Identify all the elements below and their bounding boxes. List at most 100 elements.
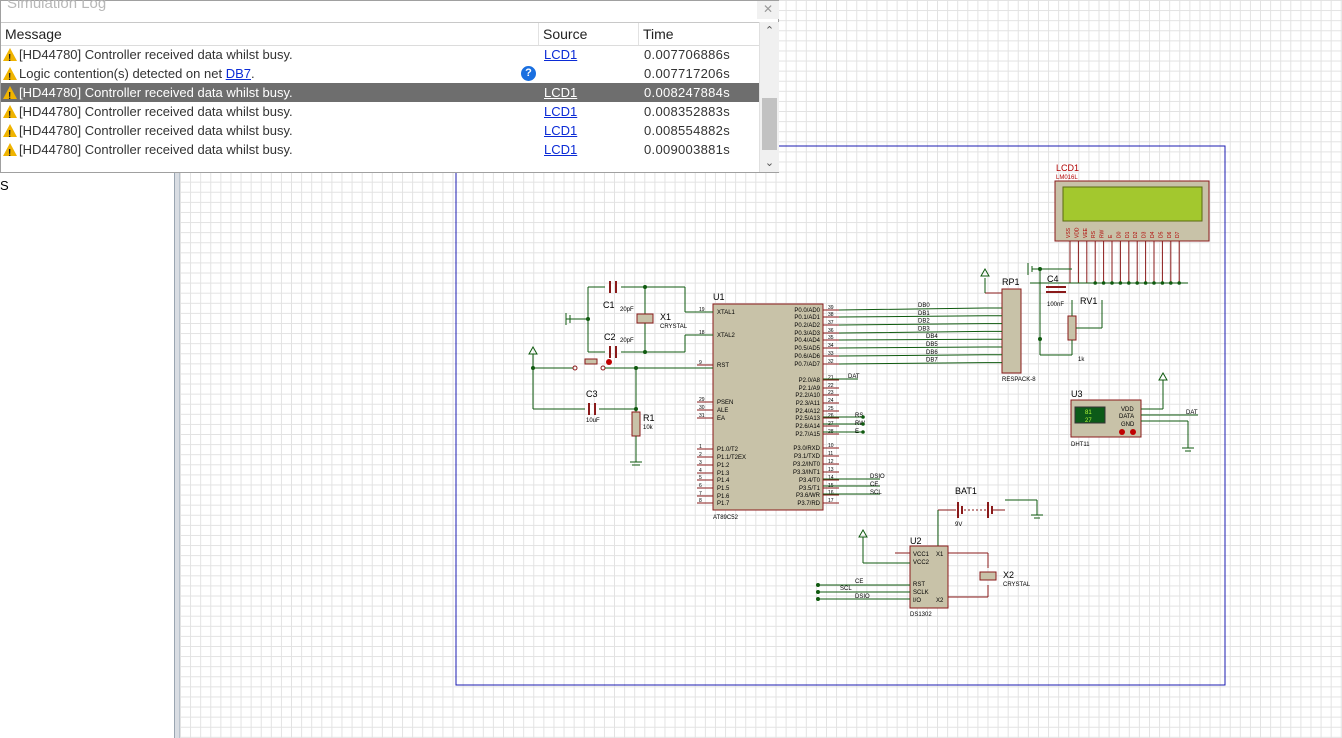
lcd-pin-label: RW [1100,229,1106,238]
log-row[interactable]: [HD44780] Controller received data whils… [1,140,759,163]
log-source-link[interactable]: LCD1 [544,85,578,100]
help-icon[interactable]: ? [521,66,536,81]
u1-left-pin-label: P1.2 [717,463,730,469]
u1-right-pin-label: P3.7/RD [797,501,820,507]
log-source-link[interactable]: LCD1 [544,47,578,62]
log-row[interactable]: Logic contention(s) detected on net DB7.… [1,64,759,87]
u1-right-pin-label: P0.4/AD4 [794,338,820,344]
column-header-source[interactable]: Source [539,23,639,45]
c2-value: 20pF [620,338,634,344]
log-scrollbar[interactable]: ⌃ ⌄ [759,22,779,172]
log-source-link[interactable]: LCD1 [544,104,578,119]
bus-label: DB4 [926,334,938,340]
log-time: 0.008554882s [644,123,731,138]
u1-right-pin-number: 23 [828,390,834,396]
u1-right-pin-label: P3.3/INT1 [793,470,821,476]
u1-right-pin-label: P2.5/A13 [795,416,820,422]
net-link-db7[interactable]: DB7 [225,66,251,81]
u1-right-pin-label: P3.1/TXD [794,454,821,460]
x2-ref: X2 [1003,570,1014,580]
u1-right-pin-number: 38 [828,312,834,318]
u3-model: DHT11 [1071,442,1090,448]
u1-left-pin-number: 7 [699,491,702,497]
u1-right-pin-label: P2.0/A8 [799,378,821,384]
bus-label: DB6 [926,350,938,356]
u1-right-pin-label: P3.5/T1 [799,486,821,492]
u3-dht11: U3 81 27 VDD DATA GND DHT11 DAT [1070,371,1198,452]
bus-line [838,354,1002,357]
left-pane-text-2: S [0,178,9,193]
log-time: 0.009003881s [644,142,731,157]
p3-nets: DSIO CE SCL [823,474,885,496]
u1-left-pin-number: 9 [699,360,702,366]
lcd-pin-label: D0 [1116,231,1122,238]
u1-left-pin-number: 4 [699,468,702,474]
u1-right-pin-number: 26 [828,413,834,419]
warning-icon [3,143,17,163]
bus-line [838,307,1002,311]
p3-scl-net: SCL [870,490,882,496]
log-header: Message Source Time [1,22,759,46]
lcd-pin-label: D6 [1167,231,1173,238]
column-header-time[interactable]: Time [643,26,674,42]
scroll-down-icon[interactable]: ⌄ [764,157,775,169]
x1-model: CRYSTAL [660,324,688,330]
u1-left-pin-number: 8 [699,498,702,504]
rv1-ref: RV1 [1080,296,1097,306]
log-time: 0.007717206s [644,66,731,81]
log-row[interactable]: [HD44780] Controller received data whils… [1,45,759,68]
u2-pin-rst: RST [913,582,925,588]
u1-right-pin-number: 32 [828,359,834,365]
bat1-ref: BAT1 [955,486,977,496]
u1-right-pin-label: P0.1/AD1 [794,315,820,321]
bat1-battery: BAT1 9V [937,486,1043,553]
close-icon[interactable]: ✕ [757,1,779,19]
log-row-selected[interactable]: [HD44780] Controller received data whils… [1,83,759,106]
lcd-pin-label: VEE [1083,227,1089,238]
u1-left-pin-label: P1.0/T2 [717,447,739,453]
u1-left-pin-label: P1.5 [717,486,730,492]
u1-right-pin-number: 14 [828,475,834,481]
u2-dsio-net: DSIO [855,594,870,600]
log-source-link[interactable]: LCD1 [544,123,578,138]
u1-left-pin-label: XTAL2 [717,333,736,339]
u2-pin-sclk: SCLK [913,590,929,596]
r1-value: 10k [643,425,654,431]
u1-left-pin-label: P1.4 [717,478,730,484]
scroll-thumb[interactable] [762,98,777,150]
u1-model: AT89C52 [713,515,739,521]
c2-ref: C2 [604,332,616,342]
lcd-pin-label: RS [1091,230,1097,238]
bus-line [838,362,1002,365]
scroll-up-icon[interactable]: ⌃ [764,25,775,37]
u1-left-pin-label: PSEN [717,400,733,406]
sheet-border [455,145,1226,686]
u1-right-pin-label: P3.6/WR [796,493,821,499]
u1-ref: U1 [713,292,725,302]
log-row[interactable]: [HD44780] Controller received data whils… [1,121,759,144]
u2-ce-net: CE [855,579,863,585]
u1-right-pin-label: P2.6/A14 [795,424,820,430]
u1-right-pin-label: P0.3/AD3 [794,331,820,337]
pane-splitter[interactable] [174,0,180,738]
u1-right-pin-number: 13 [828,467,834,473]
u3-dat-net: DAT [1186,410,1198,416]
warning-icon [3,48,17,68]
p2-rw-net: RW [855,421,865,427]
u1-left-pin-label: P1.7 [717,501,730,507]
u1-left-pin-label: XTAL1 [717,310,736,316]
column-header-message[interactable]: Message [1,23,539,45]
log-time: 0.008247884s [644,85,731,100]
log-source-link[interactable]: LCD1 [544,142,578,157]
bus-label: DB5 [926,342,938,348]
u1-right-pin-label: P0.7/AD7 [794,362,820,368]
log-message-prefix: Logic contention(s) detected on net [19,66,226,81]
bus-label: DB3 [918,326,930,332]
warning-icon [3,86,17,106]
log-row[interactable]: [HD44780] Controller received data whils… [1,102,759,125]
u1-left-pin-number: 31 [699,413,705,419]
